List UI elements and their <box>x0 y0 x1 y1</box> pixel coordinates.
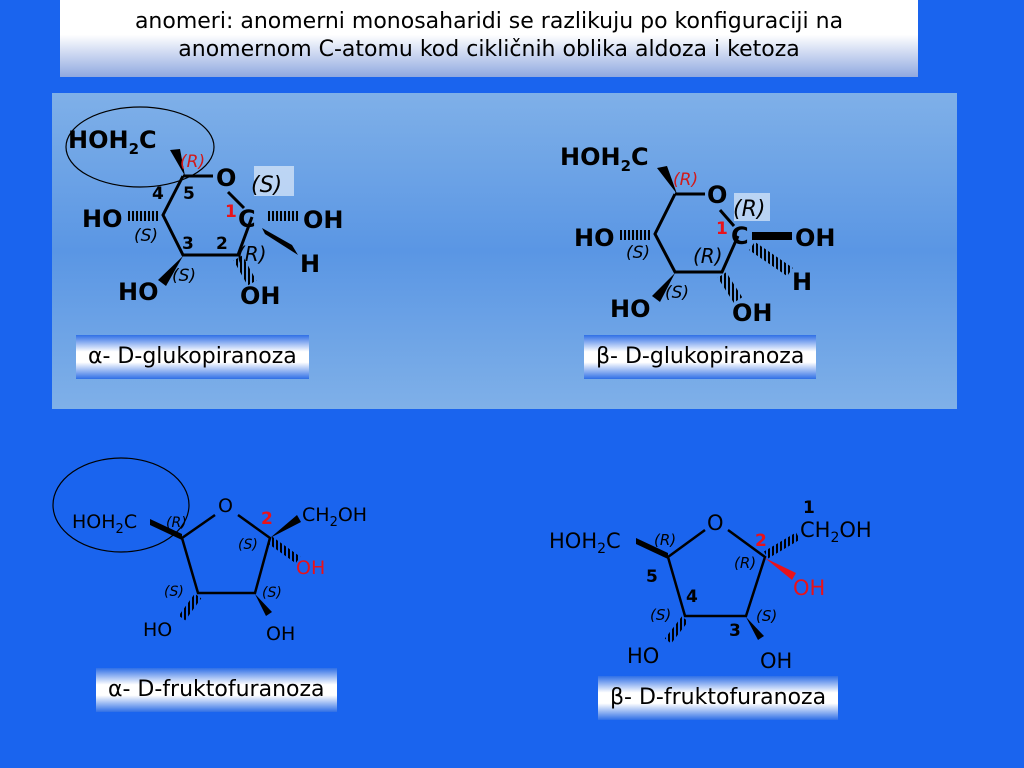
ring-oxygen: O <box>218 495 233 517</box>
config-c1: (S) <box>251 173 282 198</box>
config-c2: (R) <box>237 242 267 266</box>
beta-glucopyranose-label: β- D-glukopiranoza <box>584 335 817 379</box>
carbon-number-1: 1 <box>803 498 815 518</box>
hoh2c-group: HOH2C <box>549 529 621 557</box>
config-c3: (S) <box>756 607 777 625</box>
config-c1: (R) <box>733 197 765 222</box>
c3-ho: HO <box>610 295 651 323</box>
config-c4: (S) <box>650 606 671 624</box>
c2-oh: OH <box>240 282 281 310</box>
carbon-number-5: 5 <box>183 184 195 204</box>
hoh2c-group: HOH2C <box>68 126 157 158</box>
config-c5: (R) <box>654 531 676 549</box>
c2-oh: OH <box>732 299 773 327</box>
c1-h: H <box>300 250 320 278</box>
carbon-number-3: 3 <box>182 234 194 254</box>
carbon-number-2: 2 <box>261 509 273 529</box>
hoh2c-group: HOH2C <box>560 143 649 175</box>
carbon-number-4: 4 <box>152 184 164 204</box>
anomeric-carbon: C <box>238 205 256 233</box>
c1-h: H <box>792 268 812 296</box>
config-c4: (S) <box>164 584 184 600</box>
c2-oh: OH <box>296 557 325 579</box>
alpha-glucopyranose-label: α- D-glukopiranoza <box>76 335 309 379</box>
beta-glucopyranose-structure: HOH2C (R) O (R) 1 C OH HO (S) (R) H (S) … <box>560 143 836 327</box>
c4-ho: HO <box>627 644 659 668</box>
c4-ho: HO <box>82 205 123 233</box>
carbon-number-5: 5 <box>646 567 658 587</box>
c1-oh: OH <box>303 206 344 234</box>
alpha-fructofuranose-label: α- D-fruktofuranoza <box>96 668 337 712</box>
carbon-number-4: 4 <box>686 587 698 607</box>
ch2oh-group: CH2OH <box>800 518 872 546</box>
carbon-number-1: 1 <box>716 219 728 239</box>
carbon-number-2: 2 <box>216 234 228 254</box>
highlight-ellipse <box>52 457 190 553</box>
beta-fructofuranose-structure: HOH2C (R) O 1 CH2OH 2 (R) 5 OH 4 (S) (S)… <box>549 498 872 673</box>
title-line-2: anomernom C-atomu kod cikličnih oblika a… <box>178 37 800 62</box>
config-c2: (R) <box>693 244 723 268</box>
ring-oxygen: O <box>216 164 236 192</box>
c3-oh: OH <box>266 623 295 645</box>
c3-oh: OH <box>760 649 792 673</box>
config-c5: (R) <box>673 170 698 190</box>
config-c3: (S) <box>262 585 282 601</box>
title-line-1: anomeri: anomerni monosaharidi se razlik… <box>134 9 844 34</box>
anomeric-carbon: C <box>731 222 749 250</box>
carbon-number-2: 2 <box>755 531 767 551</box>
config-c5: (R) <box>180 152 205 172</box>
c1-oh: OH <box>795 224 836 252</box>
carbon-number-3: 3 <box>729 621 741 641</box>
config-c5: (R) <box>166 515 187 531</box>
alpha-glucopyranose-structure: HOH2C (R) O (S) 4 5 1 C OH HO (S) 3 2 (R… <box>65 106 344 310</box>
config-c3: (S) <box>172 266 196 286</box>
ch2oh-group: CH2OH <box>302 504 367 530</box>
carbon-number-1: 1 <box>225 202 237 222</box>
alpha-fructofuranose-structure: HOH2C (R) O 2 CH2OH (S) OH (S) (S) HO OH <box>52 457 367 645</box>
ring-oxygen: O <box>707 511 724 535</box>
slide-title-banner: anomeri: anomerni monosaharidi se razlik… <box>60 0 918 77</box>
hoh2c-group: HOH2C <box>72 511 137 537</box>
config-c4: (S) <box>134 226 158 246</box>
c2-oh: OH <box>793 576 825 600</box>
config-c4: (S) <box>626 243 650 263</box>
c4-ho: HO <box>574 224 615 252</box>
ring-oxygen: O <box>707 181 727 209</box>
highlight-ellipse <box>65 106 215 188</box>
config-c2: (R) <box>734 554 756 572</box>
config-c3: (S) <box>665 283 689 303</box>
c3-ho: HO <box>118 278 159 306</box>
c4-ho: HO <box>143 619 172 641</box>
beta-fructofuranose-label: β- D-fruktofuranoza <box>598 676 839 720</box>
config-c2: (S) <box>238 537 258 553</box>
